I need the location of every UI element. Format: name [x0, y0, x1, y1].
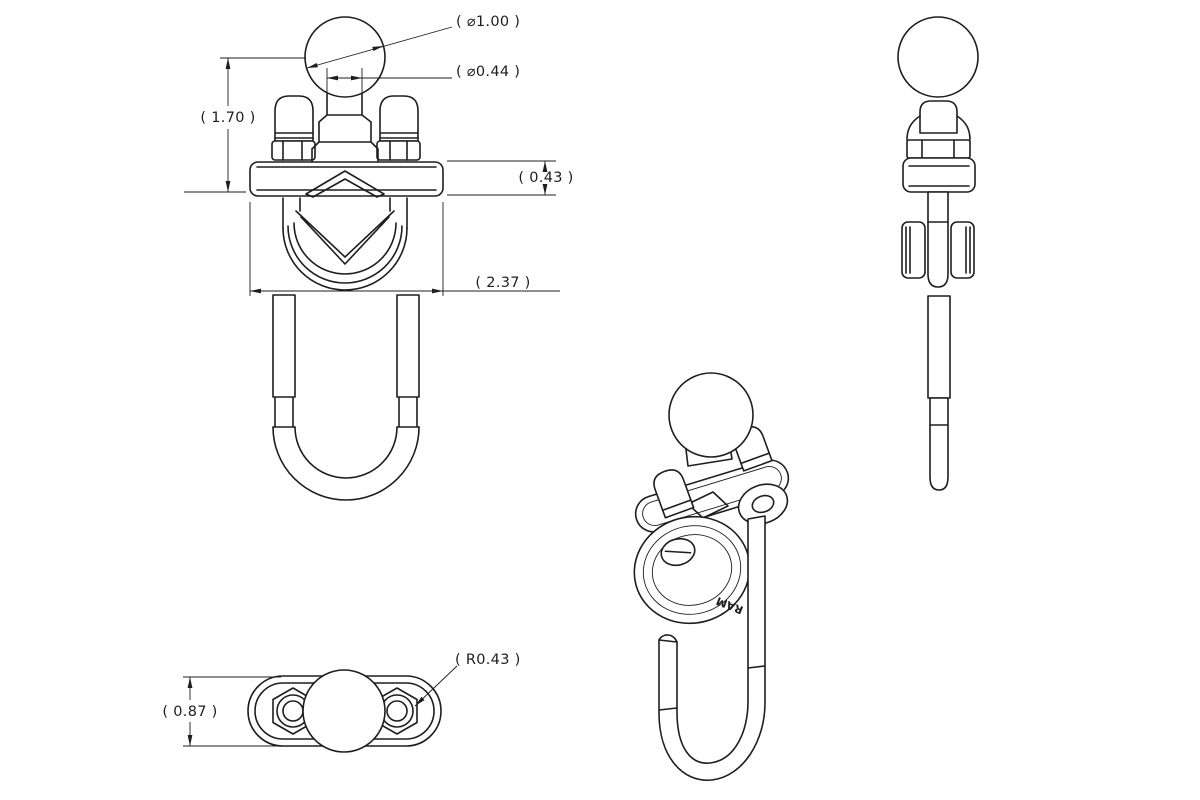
dim-overall-height: ( 1.70 ): [184, 57, 306, 193]
front-view: [249, 16, 444, 501]
ball-side: [897, 16, 979, 98]
label-overall-height: ( 1.70 ): [200, 110, 255, 126]
dim-ball-diameter: ( ⌀1.00 ): [306, 14, 520, 69]
ball-iso: [668, 372, 754, 458]
dimensions: ( ⌀1.00 ) ( ⌀0.44 ) ( 1.70 ) ( 0.43 ): [162, 14, 573, 747]
u-bolt-leg-side: [927, 295, 951, 491]
u-bolt-iso: [658, 515, 766, 781]
wedge-hub-iso: [660, 537, 696, 567]
left-bolt-front: [271, 95, 316, 161]
dim-base-width: ( 2.37 ): [249, 202, 560, 296]
wedge-tent-front: [305, 170, 385, 198]
label-post-diameter: ( ⌀0.44 ): [456, 64, 520, 80]
dim-base-thickness: ( 0.43 ): [447, 160, 573, 196]
left-bolt-iso: [653, 469, 695, 519]
iso-view: RAM: [633, 372, 790, 781]
nut-side: [906, 139, 971, 159]
label-corner-radius: ( R0.43 ): [455, 652, 521, 668]
wedge-side: [901, 221, 975, 288]
u-bolt-front: [272, 294, 420, 501]
right-bolt-front: [376, 95, 421, 161]
side-view: [897, 16, 979, 491]
label-base-width: ( 2.37 ): [475, 275, 530, 291]
wedge-tent-iso: [687, 491, 729, 519]
saddle-front: [282, 197, 408, 291]
dim-base-depth: ( 0.87 ): [162, 676, 281, 747]
post-side: [919, 100, 958, 134]
label-ball-diameter: ( ⌀1.00 ): [456, 14, 520, 30]
wedge-iso: [633, 515, 751, 625]
top-view: [247, 669, 442, 753]
washer-iso: [737, 483, 789, 525]
base-plate-side: [902, 157, 976, 193]
dim-post-diameter: ( ⌀0.44 ): [326, 64, 520, 94]
ball-top: [302, 669, 386, 753]
dim-corner-radius: ( R0.43 ): [414, 652, 521, 707]
ball-post-front: [311, 93, 379, 163]
label-base-thickness: ( 0.43 ): [518, 170, 573, 186]
rod-upper-side: [927, 191, 949, 223]
label-base-depth: ( 0.87 ): [162, 704, 217, 720]
